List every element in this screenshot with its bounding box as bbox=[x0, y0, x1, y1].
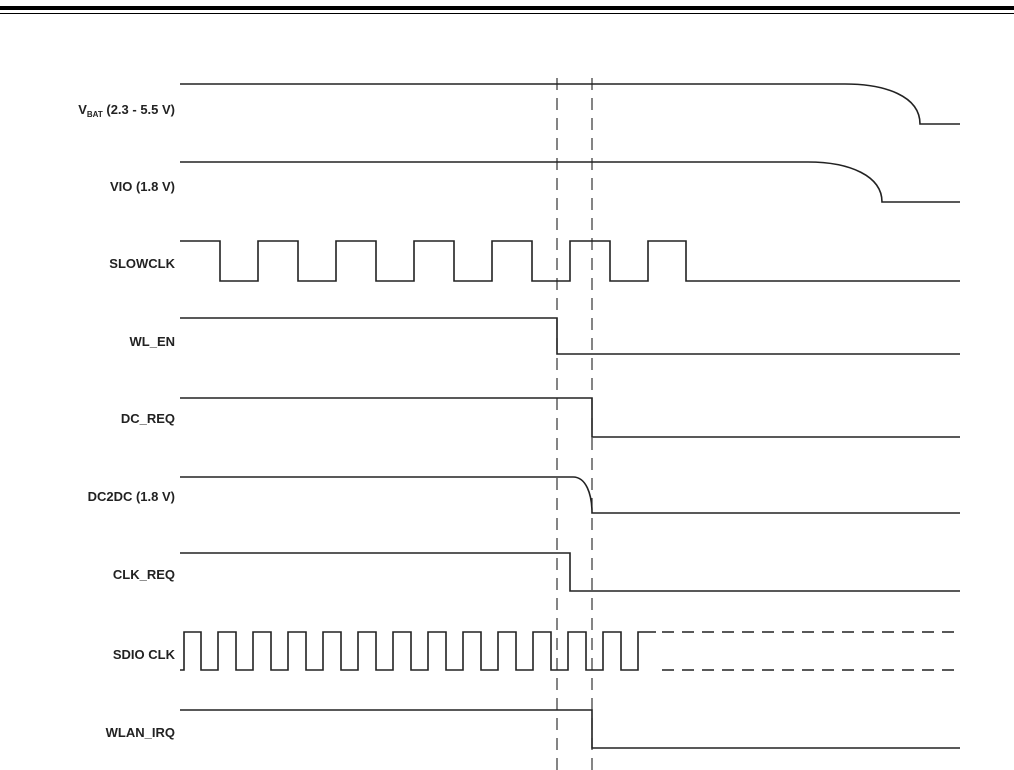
signal-label-wl-en: WL_EN bbox=[130, 334, 176, 349]
waveform-slowclk bbox=[180, 241, 960, 281]
signal-vio: VIO (1.8 V) bbox=[110, 162, 960, 202]
signal-wl-en: WL_EN bbox=[130, 318, 961, 354]
signal-label-vbat-suffix: (2.3 - 5.5 V) bbox=[103, 102, 175, 117]
signal-vbat: VBAT (2.3 - 5.5 V) bbox=[78, 84, 960, 124]
signal-label-vbat: VBAT (2.3 - 5.5 V) bbox=[78, 102, 175, 119]
signal-sdio-clk: SDIO CLK bbox=[113, 632, 960, 670]
waveform-wl-en bbox=[180, 318, 960, 354]
waveform-vio bbox=[180, 162, 960, 202]
signal-dc2dc: DC2DC (1.8 V) bbox=[88, 477, 960, 513]
waveform-vbat bbox=[180, 84, 960, 124]
waveform-clk-req bbox=[180, 553, 960, 591]
waveform-dc2dc bbox=[180, 477, 960, 513]
signal-label-slowclk: SLOWCLK bbox=[109, 256, 175, 271]
signal-label-wlan-irq: WLAN_IRQ bbox=[106, 725, 175, 740]
signal-wlan-irq: WLAN_IRQ bbox=[106, 710, 960, 748]
waveform-sdio-clk bbox=[180, 632, 656, 670]
signal-label-clk-req: CLK_REQ bbox=[113, 567, 175, 582]
signal-clk-req: CLK_REQ bbox=[113, 553, 960, 591]
signal-label-dc2dc: DC2DC (1.8 V) bbox=[88, 489, 175, 504]
signal-label-dc-req: DC_REQ bbox=[121, 411, 175, 426]
signal-label-vio: VIO (1.8 V) bbox=[110, 179, 175, 194]
signal-label-sdio-clk: SDIO CLK bbox=[113, 647, 176, 662]
signal-label-vbat-subscript: BAT bbox=[87, 110, 103, 119]
waveform-dc-req bbox=[180, 398, 960, 437]
waveform-wlan-irq bbox=[180, 710, 960, 748]
signal-dc-req: DC_REQ bbox=[121, 398, 960, 437]
signal-label-vbat-name: V bbox=[78, 102, 87, 117]
signal-slowclk: SLOWCLK bbox=[109, 241, 960, 281]
